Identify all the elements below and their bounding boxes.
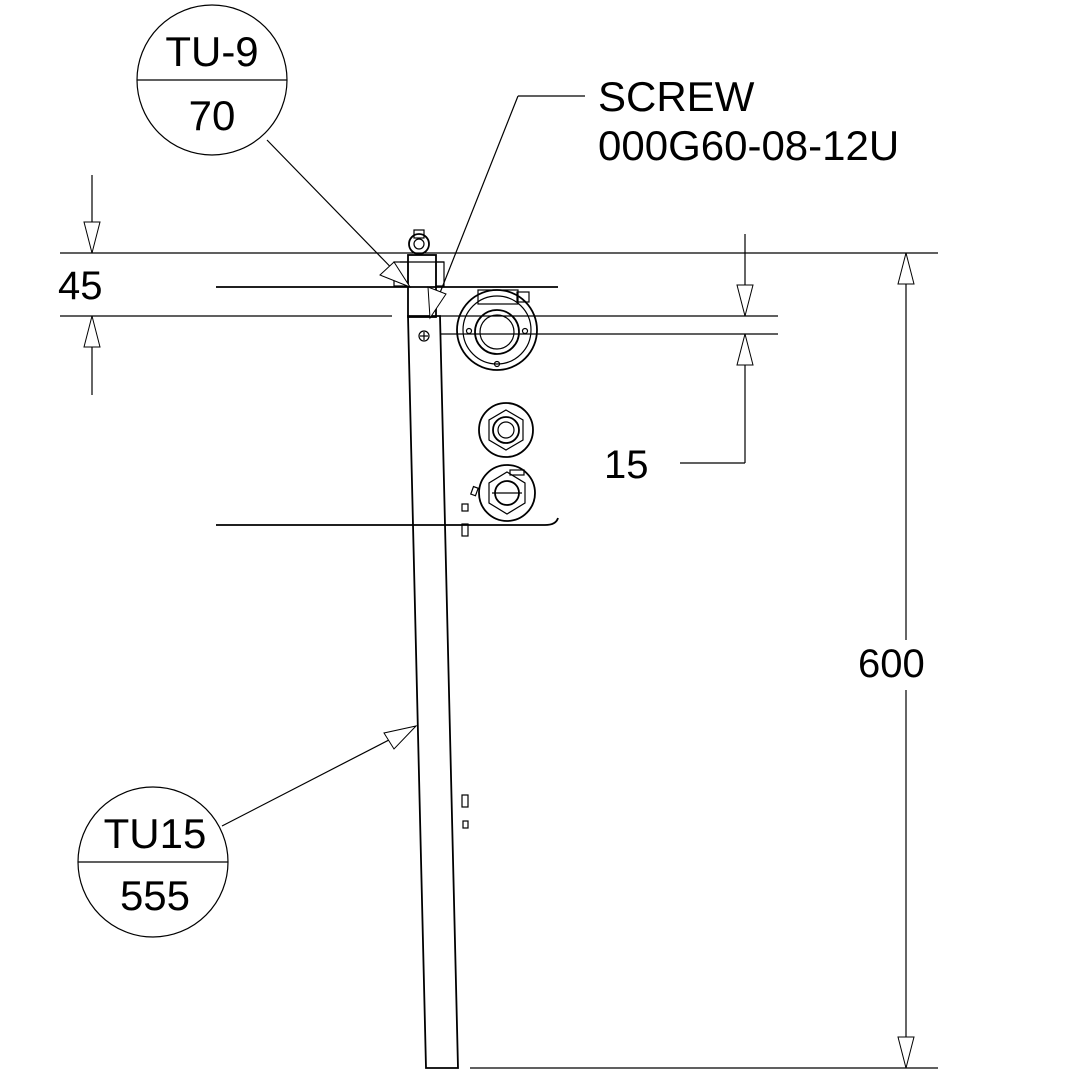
screw bbox=[418, 330, 430, 342]
balloon-tu15: TU15 555 bbox=[77, 725, 418, 938]
dimension-15-label: 15 bbox=[604, 443, 649, 487]
fitting-large bbox=[456, 289, 538, 371]
dimension-45-label: 45 bbox=[58, 264, 103, 308]
dimension-600: 600 bbox=[858, 252, 925, 1069]
fitting-lower bbox=[478, 464, 536, 522]
dimension-45: 45 bbox=[58, 175, 103, 395]
tube-tu15 bbox=[407, 315, 459, 1069]
dimension-15: 15 bbox=[604, 234, 754, 487]
screw-callout: SCREW 000G60-08-12U bbox=[427, 73, 899, 320]
screw-callout-title: SCREW bbox=[598, 73, 755, 120]
dimension-600-label: 600 bbox=[858, 642, 925, 686]
balloon-tu15-part: TU15 bbox=[104, 810, 207, 857]
balloon-tu15-qty: 555 bbox=[120, 872, 190, 919]
balloon-tu9-qty: 70 bbox=[189, 92, 236, 139]
extension-lines bbox=[60, 252, 938, 1069]
balloon-tu9-part: TU-9 bbox=[165, 28, 258, 75]
panel-edges bbox=[216, 286, 559, 526]
fitting-middle bbox=[478, 402, 534, 458]
balloon-tu9: TU-9 70 bbox=[136, 4, 412, 289]
small-hardware bbox=[461, 485, 479, 829]
screw-callout-part-number: 000G60-08-12U bbox=[598, 122, 899, 169]
